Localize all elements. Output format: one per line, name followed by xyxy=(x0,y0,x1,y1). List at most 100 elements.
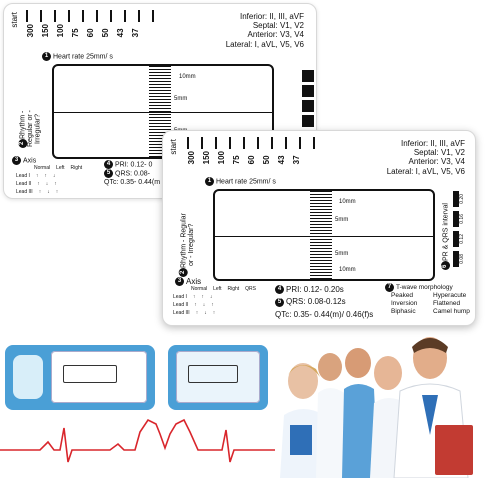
step-6-badge: 6 xyxy=(441,261,450,271)
arrow: ↑ xyxy=(212,310,216,316)
axis-normal: Normal xyxy=(34,165,51,171)
pr-qrs-label: 6PR & QRS interval xyxy=(439,191,450,283)
arrow: ↑ xyxy=(195,310,199,316)
axis-title-text: Axis xyxy=(186,277,202,286)
mm5-label: 5mm xyxy=(335,217,349,223)
step-7-badge: 7 xyxy=(385,283,394,292)
qtc-text: QTc: 0.35- 0.44(m xyxy=(104,178,161,186)
mm-ruler xyxy=(310,191,332,279)
arrow: ↓ xyxy=(47,189,50,195)
rate-scale-ticks xyxy=(26,10,166,22)
blue-card-photo-right xyxy=(168,345,268,410)
arrow: ↑ xyxy=(194,302,197,308)
step-5-badge: 5 xyxy=(275,297,284,307)
interval-bars xyxy=(302,70,314,130)
lead-label: Lead III xyxy=(173,310,190,316)
arrow: ↑ xyxy=(201,294,204,300)
lead-anterior: Anterior: V3, V4 xyxy=(408,157,465,167)
qrs-text: QRS: 0.08- xyxy=(115,170,151,178)
arrow: ↑ xyxy=(35,173,39,179)
rhythm-text: Rhythm - Regular or - Irregular? xyxy=(180,213,196,268)
twave-title: T-wave morphology xyxy=(396,284,453,292)
arrow: ↑ xyxy=(192,294,196,300)
measure-window: 10mm 5mm 5mm 10mm xyxy=(213,189,435,281)
step-2-badge: 2 xyxy=(179,267,188,277)
step-1-badge: 1 xyxy=(205,177,214,186)
medical-staff-photo xyxy=(280,337,473,478)
lead-septal: Septal: V1, V2 xyxy=(252,21,304,31)
lead-label: Lead III xyxy=(16,189,33,195)
lead-anterior: Anterior: V3, V4 xyxy=(247,30,304,40)
ecg-ruler-card-front: start 300 150 100 75 60 50 43 37 Inferio… xyxy=(162,130,476,326)
pri-text: PRI: 0.12- 0.20s xyxy=(286,285,344,294)
lead-inferior: Inferior: II, III, aVF xyxy=(239,12,304,21)
lead-lateral: Lateral: I, aVL, V5, V6 xyxy=(225,39,304,49)
arrow: ↑ xyxy=(211,302,214,308)
arrow: ↓ xyxy=(52,173,56,179)
axis-qrs: QRS xyxy=(245,286,256,292)
step-4-badge: 4 xyxy=(104,160,113,169)
start-label: start xyxy=(169,139,178,155)
arrow: ↓ xyxy=(204,310,207,316)
arrow: ↓ xyxy=(202,302,206,308)
twave-item: Camel hump xyxy=(433,307,470,315)
axis-title-text: Axis xyxy=(23,157,37,165)
heart-rate-text: Heart rate 25mm/ s xyxy=(53,53,113,61)
arrow: ↑ xyxy=(54,181,57,187)
rhythm-label: 2Rhythm - Regular or - Irregular? xyxy=(16,99,42,159)
scale-num: 43 xyxy=(277,155,286,165)
step-2-badge: 2 xyxy=(18,138,27,148)
scale-num: 50 xyxy=(101,28,110,38)
scale-num: 300 xyxy=(187,151,196,165)
axis-left: Left xyxy=(213,286,222,292)
rate-scale-ticks xyxy=(187,137,327,149)
twave-item: Inversion xyxy=(391,299,418,307)
scale-num: 37 xyxy=(131,28,140,38)
heart-rate-text: Heart rate 25mm/ s xyxy=(216,178,276,186)
arrow: ↑ xyxy=(38,189,42,195)
scale-num: 100 xyxy=(217,151,226,165)
scale-num: 100 xyxy=(56,24,65,38)
mm10-label: 10mm xyxy=(339,267,356,273)
axis-normal: Normal xyxy=(191,286,208,292)
pr-qrs-text: PR & QRS interval xyxy=(442,203,450,262)
lead-groups: Inferior: II, III, aVF Septal: V1, V2 An… xyxy=(333,139,465,176)
scale-num: 60 xyxy=(247,155,256,165)
interval-bars: 0.20 0.16 0.12 0.08 xyxy=(453,191,473,267)
scale-num: 300 xyxy=(26,24,35,38)
scale-num: 37 xyxy=(292,155,301,165)
rhythm-label: 2Rhythm - Regular or - Irregular? xyxy=(177,211,196,279)
interval-value: 0.08 xyxy=(459,254,465,264)
lead-label: Lead II xyxy=(173,302,189,308)
axis-right: Right xyxy=(70,165,83,171)
mm5-label: 5mm xyxy=(335,251,349,257)
blue-card-photo-left xyxy=(5,345,155,410)
rate-scale: 300 150 100 75 60 50 43 37 xyxy=(187,137,327,164)
rate-scale: 300 150 100 75 60 50 43 37 xyxy=(26,10,166,37)
qrs-text: QRS: 0.08-0.12s xyxy=(286,297,346,307)
lead-septal: Septal: V1, V2 xyxy=(413,148,465,158)
axis-right: Right xyxy=(227,286,240,292)
step-3-badge: 3 xyxy=(12,156,21,165)
ecg-heartbeat-line xyxy=(0,418,275,463)
scale-num: 150 xyxy=(202,151,211,165)
scale-num: 50 xyxy=(262,155,271,165)
scale-num: 150 xyxy=(41,24,50,38)
pri-text: PRI: 0.12- 0 xyxy=(115,161,153,169)
scale-num: 75 xyxy=(71,28,80,38)
axis-left: Left xyxy=(56,165,65,171)
mm5-label: 5mm xyxy=(174,96,188,102)
lead-lateral: Lateral: I, aVL, V5, V6 xyxy=(386,166,465,176)
twave-item: Flattened xyxy=(433,299,461,307)
arrow: ↓ xyxy=(209,294,213,300)
mm10-label: 10mm xyxy=(339,199,356,205)
mm10-label: 10mm xyxy=(179,74,196,80)
